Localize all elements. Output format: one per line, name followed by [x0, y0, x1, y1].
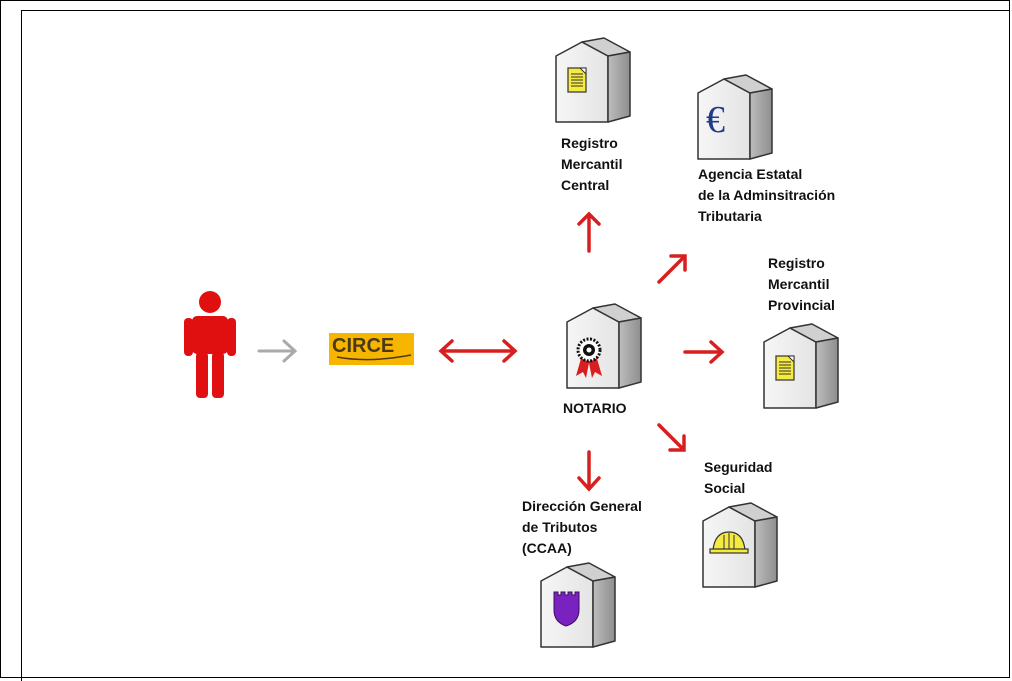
arrow-person-to-circe — [257, 339, 298, 363]
person-icon — [184, 291, 236, 398]
seal-icon — [576, 337, 602, 378]
notario-building-icon — [566, 303, 642, 389]
arrow-to-registro-mercantil-central — [577, 211, 601, 253]
helmet-icon — [709, 531, 749, 554]
arrow-circe-notario — [438, 339, 518, 363]
circe-logo-text: CIRCE — [332, 335, 395, 357]
registro-mercantil-provincial-building-icon — [763, 323, 839, 409]
diagram-inner-frame — [21, 10, 1009, 681]
label-registro-mercantil-provincial: Registro Mercantil Provincial — [768, 255, 835, 313]
label-agencia-tributaria: Agencia Estatal de la Adminsitración Tri… — [698, 166, 836, 224]
circe-logo-swoosh — [336, 354, 412, 361]
document-icon — [567, 67, 587, 93]
circe-logo: CIRCE — [329, 333, 414, 365]
shield-icon — [553, 591, 580, 627]
label-direccion-general-tributos: Dirección General de Tributos (CCAA) — [522, 498, 642, 556]
registro-mercantil-central-building-icon — [555, 37, 631, 123]
arrow-to-seguridad-social — [657, 423, 686, 452]
arrow-to-registro-mercantil-provincial — [683, 340, 725, 364]
label-notario: NOTARIO — [563, 400, 627, 416]
label-seguridad-social: Seguridad Social — [704, 459, 773, 496]
label-registro-mercantil-central: Registro Mercantil Central — [561, 135, 623, 193]
document-icon — [775, 355, 795, 381]
euro-icon: € — [706, 99, 725, 141]
arrow-to-direccion-general-tributos — [577, 450, 601, 492]
arrow-to-agencia-tributaria — [657, 254, 687, 284]
